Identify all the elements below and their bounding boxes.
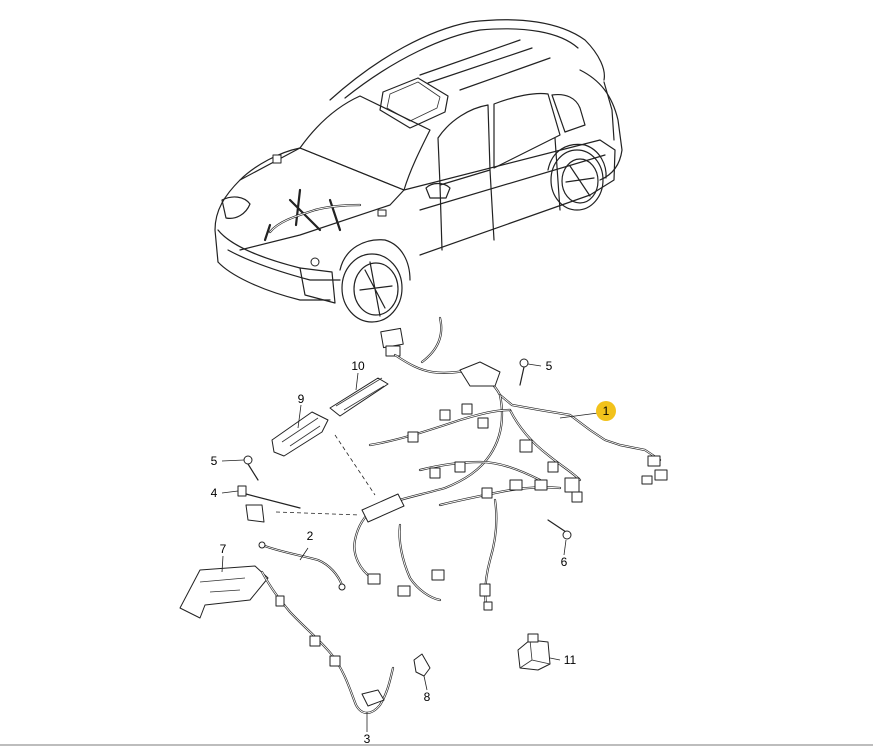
callout-8[interactable]: 8 <box>424 690 431 704</box>
cover-bracket-icon <box>271 411 329 457</box>
callout-6[interactable]: 6 <box>561 555 568 569</box>
callout-1[interactable]: 1 <box>603 404 610 418</box>
callout-5-right[interactable]: 5 <box>546 359 553 373</box>
retainer-clip-icon <box>413 653 431 677</box>
callout-1-badge <box>596 401 616 421</box>
cable-channel-icon <box>329 377 389 417</box>
callout-5-left[interactable]: 5 <box>211 454 218 468</box>
callout-2[interactable]: 2 <box>307 529 314 543</box>
bottom-divider <box>0 744 873 746</box>
battery-cable-icon <box>260 570 395 714</box>
callout-9[interactable]: 9 <box>298 392 305 406</box>
bolt-icon <box>243 455 259 481</box>
callout-10[interactable]: 10 <box>351 359 365 373</box>
callout-7[interactable]: 7 <box>220 542 227 556</box>
screw-icon <box>547 519 572 540</box>
bolt-icon-right <box>519 358 529 386</box>
callout-3[interactable]: 3 <box>364 732 371 746</box>
wiring-harness-icon <box>353 316 668 611</box>
callout-11[interactable]: 11 <box>564 653 577 667</box>
relay-module-icon <box>517 633 551 671</box>
ground-strap-icon <box>258 541 346 591</box>
callout-4[interactable]: 4 <box>211 486 218 500</box>
mounting-plate-icon <box>179 565 269 619</box>
vehicle-illustration-icon <box>214 19 623 323</box>
clip-icon <box>237 485 301 523</box>
